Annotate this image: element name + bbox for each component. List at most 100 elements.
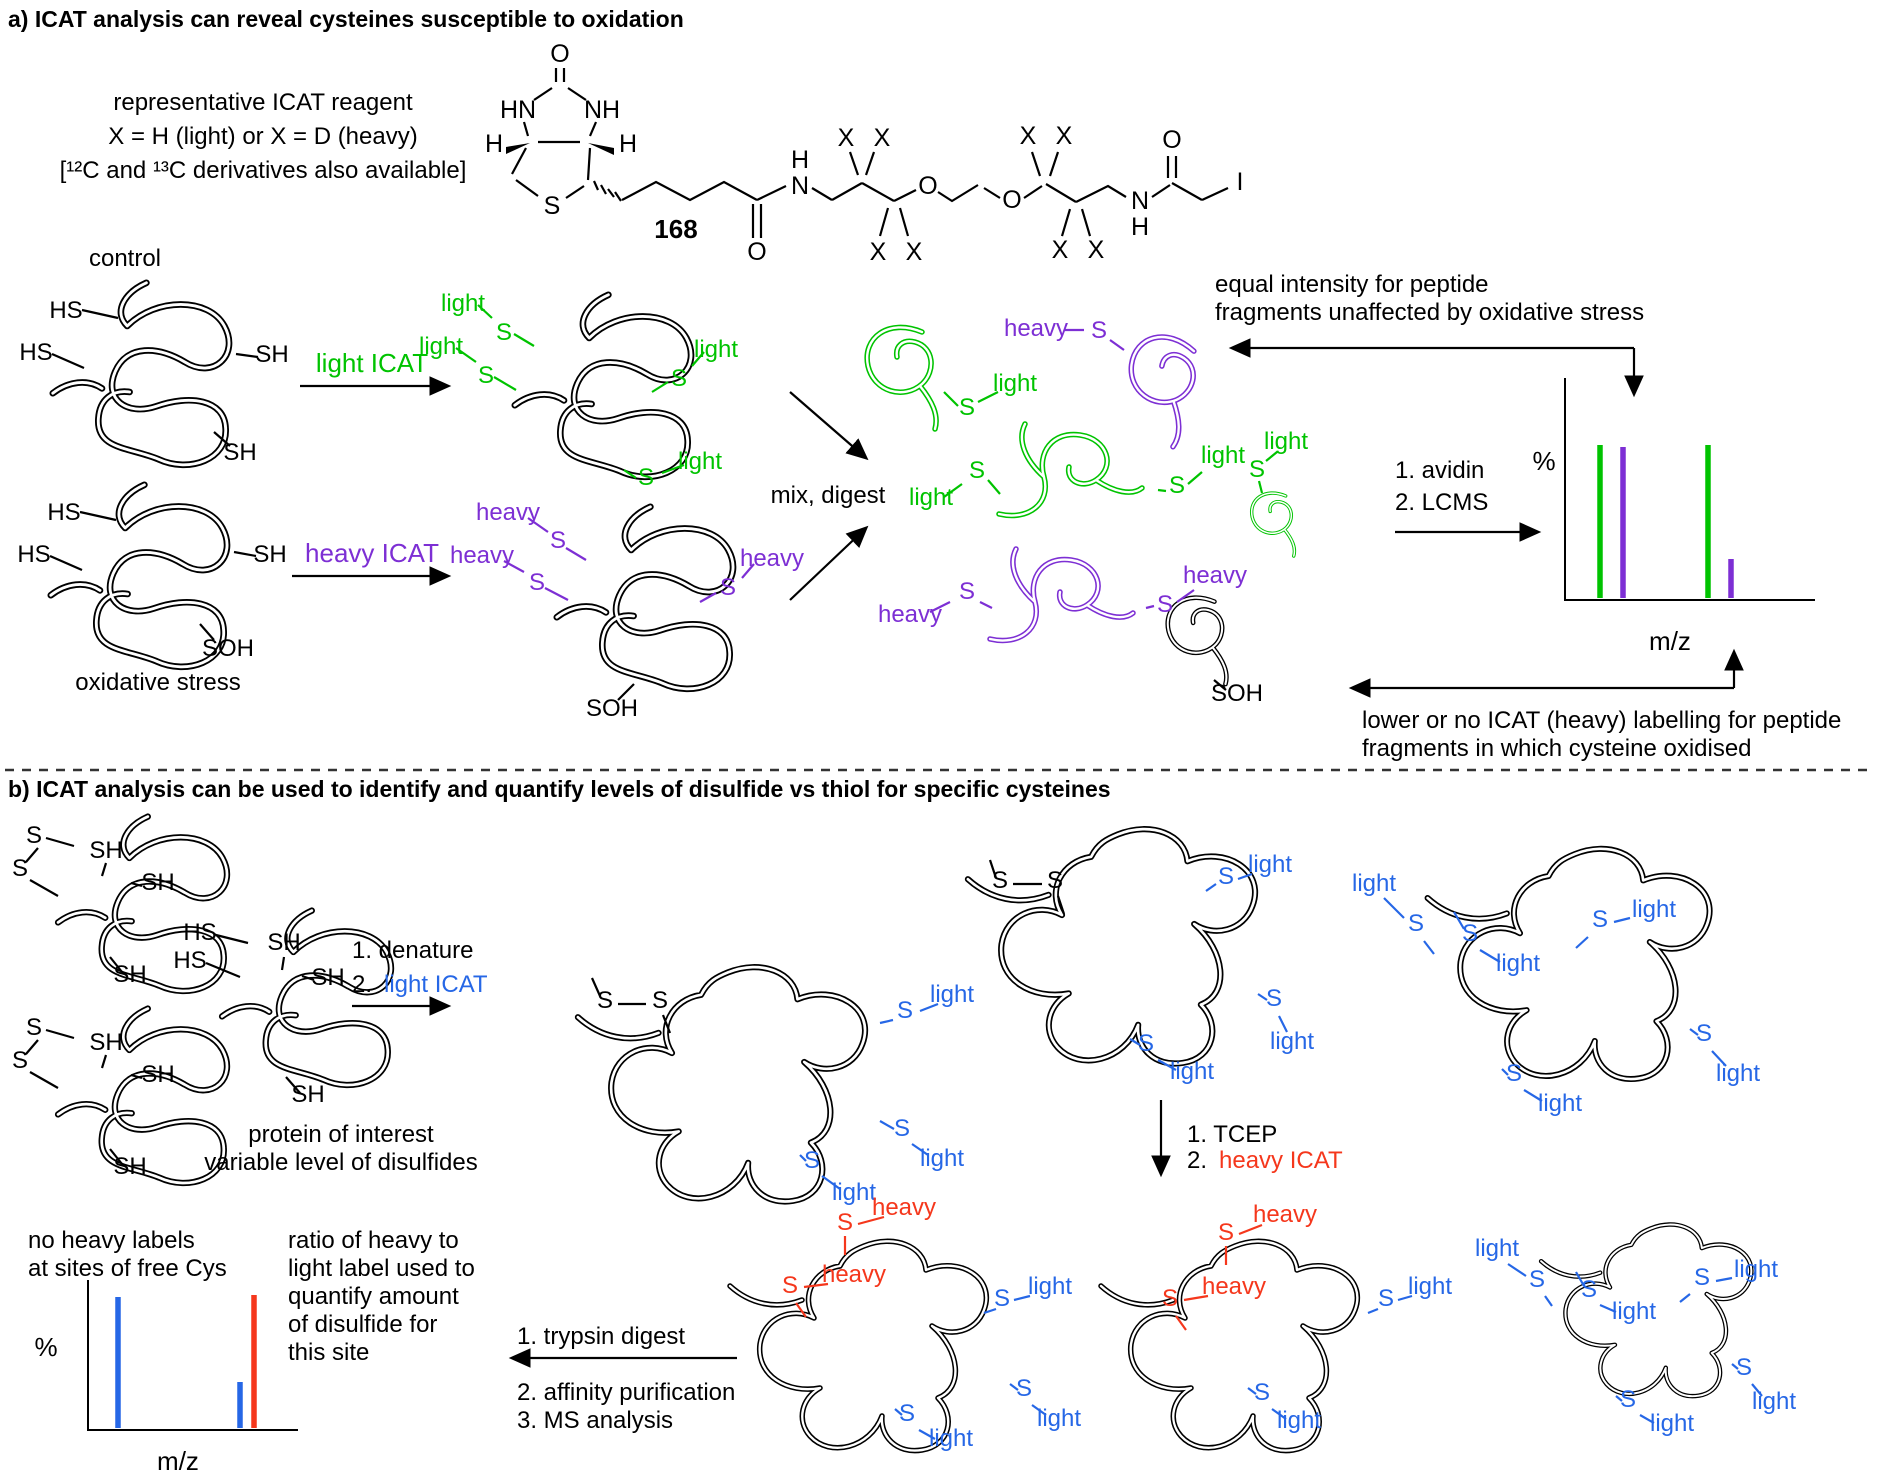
atom-nh: NH bbox=[584, 96, 620, 124]
mix-digest-arrow-top bbox=[789, 391, 869, 461]
trypsin-step-2: 2. affinity purification bbox=[517, 1379, 735, 1406]
frag2-heavy: heavy bbox=[1004, 315, 1068, 342]
oxidative-hs-1: HS bbox=[47, 499, 80, 526]
frag3-light-right: light bbox=[1201, 442, 1245, 469]
heavy-s-1: S bbox=[550, 527, 566, 554]
ratio-line-2: light label used to bbox=[288, 1255, 475, 1282]
spectrum-a-ylabel: % bbox=[1532, 446, 1555, 476]
denature-step-2-num: 2. bbox=[352, 971, 372, 998]
light-s-4: S bbox=[638, 464, 654, 491]
panel-b-blue-bonds bbox=[799, 872, 1763, 1440]
heavy-tag-2: heavy bbox=[450, 542, 514, 569]
control-hs-2: HS bbox=[19, 339, 52, 366]
d3-light-2: light bbox=[1496, 950, 1540, 977]
heavy-tag-3: heavy bbox=[740, 545, 804, 572]
d2-s-right: S bbox=[1266, 985, 1282, 1012]
stereo-wedge-right bbox=[588, 143, 614, 155]
poi-sh-2: SH bbox=[311, 964, 344, 991]
panel-a-title: a) ICAT analysis can reveal cysteines su… bbox=[8, 6, 684, 32]
atom-s-biotin: S bbox=[544, 192, 561, 220]
d3-light-4: light bbox=[1716, 1060, 1760, 1087]
atom-x-5: X bbox=[1020, 122, 1037, 150]
d3-light-3: light bbox=[1632, 896, 1676, 923]
heavy-protein-soh: SOH bbox=[586, 695, 638, 722]
ratio-line-1: ratio of heavy to bbox=[288, 1227, 459, 1254]
atom-hn: HN bbox=[500, 96, 536, 124]
b3-s-4: S bbox=[1736, 1354, 1752, 1381]
d2-light-top-right: light bbox=[1248, 851, 1292, 878]
frag1-s: S bbox=[959, 394, 975, 421]
d3-s-5: S bbox=[1506, 1060, 1522, 1087]
b-protein2-sh-2: SH bbox=[141, 1061, 174, 1088]
light-icat-label: light ICAT bbox=[316, 348, 428, 378]
equal-intensity-line-1: equal intensity for peptide bbox=[1215, 271, 1489, 298]
b-protein1-sh-3: SH bbox=[113, 961, 146, 988]
d1-light-bottom-right: light bbox=[920, 1145, 964, 1172]
light-s-3: S bbox=[671, 365, 687, 392]
spectrum-a-axes bbox=[1564, 378, 1815, 601]
b1-heavy-top: heavy bbox=[872, 1194, 936, 1221]
control-sh-1: SH bbox=[255, 341, 288, 368]
atom-x-7: X bbox=[1052, 236, 1069, 264]
atom-o-ether-2: O bbox=[1002, 186, 1021, 214]
atom-h-right: H bbox=[619, 130, 637, 158]
d1-s-bottom-right: S bbox=[894, 1115, 910, 1142]
frag6-soh: SOH bbox=[1211, 680, 1263, 707]
b3-s-5: S bbox=[1620, 1386, 1636, 1413]
reagent-note-line-2: X = H (light) or X = D (heavy) bbox=[108, 123, 417, 150]
b1-heavy-left: heavy bbox=[822, 1261, 886, 1288]
heavy-icat-label: heavy ICAT bbox=[305, 538, 439, 568]
lower-icat-line-1: lower or no ICAT (heavy) labelling for p… bbox=[1362, 707, 1841, 734]
lower-icat-line-2: fragments in which cysteine oxidised bbox=[1362, 735, 1752, 762]
poi-hs-1: HS bbox=[183, 919, 216, 946]
panel-a-labels: representative ICAT reagent X = H (light)… bbox=[17, 40, 1841, 762]
spectrum-b-xlabel: m/z bbox=[157, 1446, 199, 1473]
d2-ss-s-2: S bbox=[1047, 867, 1063, 894]
reagent-note-line-1: representative ICAT reagent bbox=[113, 89, 413, 116]
b1-s-right: S bbox=[994, 1285, 1010, 1312]
frag1-light: light bbox=[993, 370, 1037, 397]
d3-s-3: S bbox=[1592, 906, 1608, 933]
structure-bonds bbox=[511, 68, 1229, 238]
b1-s-top: S bbox=[837, 1209, 853, 1236]
equal-intensity-line-2: fragments unaffected by oxidative stress bbox=[1215, 299, 1644, 326]
ratio-line-4: of disulfide for bbox=[288, 1311, 437, 1338]
frag4-s-right: S bbox=[1157, 591, 1173, 618]
atom-x-8: X bbox=[1088, 236, 1105, 264]
atom-x-3: X bbox=[870, 238, 887, 266]
oxidative-soh: SOH bbox=[202, 635, 254, 662]
poi-caption-line-2: variable level of disulfides bbox=[204, 1149, 477, 1176]
stereo-wedge-left bbox=[506, 143, 530, 154]
frag3-s-right: S bbox=[1169, 472, 1185, 499]
spectrum-b-bars bbox=[115, 1295, 257, 1428]
d3-s-1: S bbox=[1408, 910, 1424, 937]
d3-light-1: light bbox=[1352, 870, 1396, 897]
b2-s-top: S bbox=[1218, 1219, 1234, 1246]
frag4-s-left: S bbox=[959, 578, 975, 605]
d1-ss-s-2: S bbox=[652, 987, 668, 1014]
b3-s-1: S bbox=[1529, 1266, 1545, 1293]
b-protein2-s-2: S bbox=[12, 1047, 28, 1074]
frag4-heavy-left: heavy bbox=[878, 601, 942, 628]
b-protein1-sh-2: SH bbox=[141, 869, 174, 896]
b2-light-bottom: light bbox=[1277, 1407, 1321, 1434]
control-sh-2: SH bbox=[223, 439, 256, 466]
d1-s-bottom-left: S bbox=[804, 1147, 820, 1174]
ratio-line-5: this site bbox=[288, 1339, 369, 1366]
atom-x-2: X bbox=[874, 124, 891, 152]
light-s-1: S bbox=[496, 319, 512, 346]
no-heavy-line-1: no heavy labels bbox=[28, 1227, 195, 1254]
b2-heavy-top: heavy bbox=[1253, 1201, 1317, 1228]
denature-step-1: 1. denature bbox=[352, 937, 473, 964]
atom-x-1: X bbox=[838, 124, 855, 152]
b2-heavy-left: heavy bbox=[1202, 1273, 1266, 1300]
no-heavy-line-2: at sites of free Cys bbox=[28, 1255, 227, 1282]
b1-s-left: S bbox=[782, 1272, 798, 1299]
avidin-step-2: 2. LCMS bbox=[1395, 489, 1488, 516]
control-hs-1: HS bbox=[49, 297, 82, 324]
panel-b-black-bonds bbox=[25, 836, 1066, 1165]
denature-step-2-light-icat: light ICAT bbox=[384, 971, 488, 998]
light-tag-3: light bbox=[694, 336, 738, 363]
